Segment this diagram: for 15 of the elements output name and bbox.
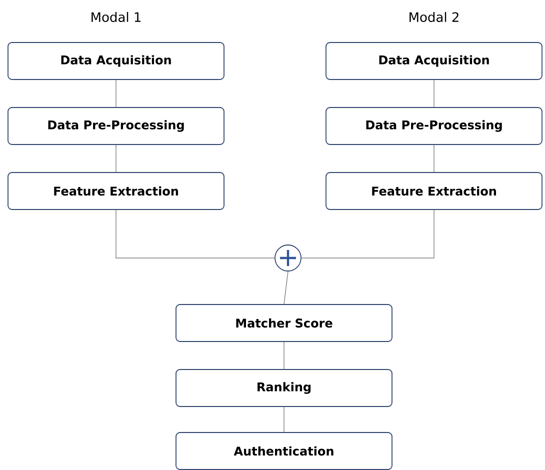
process-box: Feature Extraction	[8, 172, 224, 210]
process-box: Data Pre-Processing	[326, 107, 542, 145]
process-box: Authentication	[176, 432, 392, 470]
process-box: Data Acquisition	[326, 42, 542, 80]
connector-line	[116, 210, 275, 258]
modal-heading: Modal 1	[92, 12, 140, 22]
connector-line	[301, 210, 434, 258]
process-box: Data Pre-Processing	[8, 107, 224, 145]
process-box: Matcher Score	[176, 304, 392, 342]
process-box: Ranking	[176, 369, 392, 407]
process-box: Feature Extraction	[326, 172, 542, 210]
process-box: Data Acquisition	[8, 42, 224, 80]
modal-heading: Modal 2	[410, 12, 458, 22]
connector-line	[284, 271, 288, 304]
plus-circle	[274, 244, 302, 272]
